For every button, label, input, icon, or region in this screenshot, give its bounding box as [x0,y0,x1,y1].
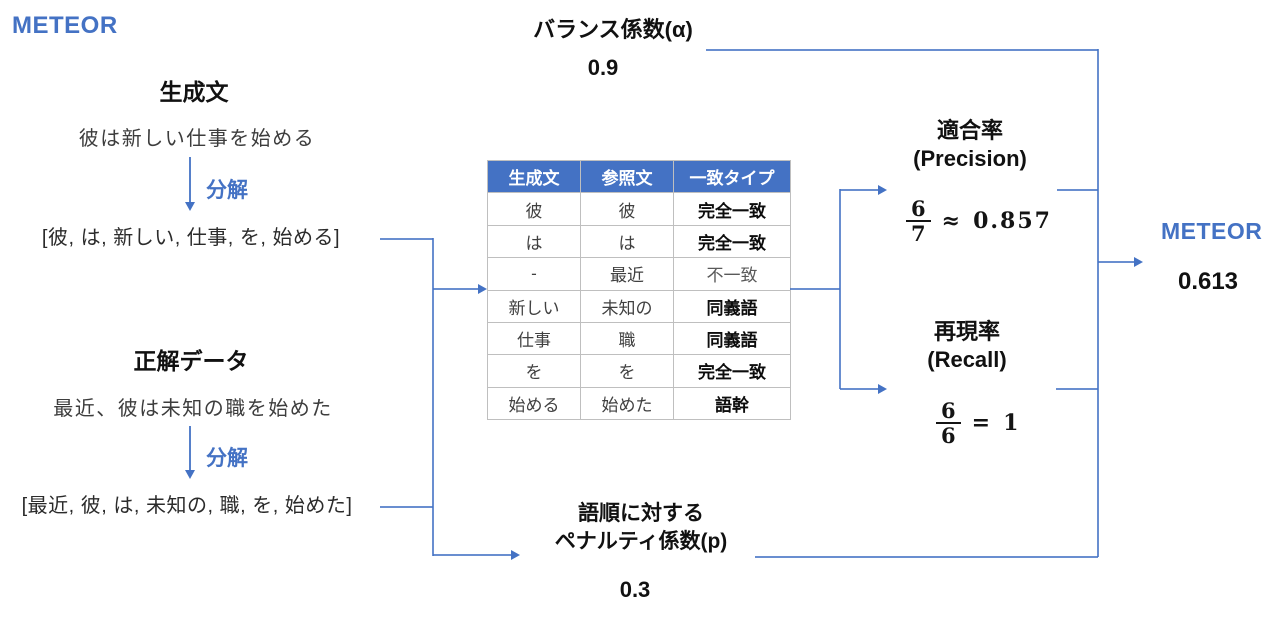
cell-generated: 始める [487,386,581,421]
recall-heading: 再現率 [933,319,1000,344]
match-table-header-row: 生成文 参照文 一致タイプ [487,159,791,194]
match-table-header: 生成文 [487,159,581,194]
cell-generated: 新しい [487,289,581,323]
table-row: - 最近 不一致 [487,257,791,291]
match-table-header: 参照文 [580,159,674,194]
cell-generated: - [487,257,581,291]
recall-numerator: 6 [936,399,961,424]
result-value: 0.613 [1177,268,1239,295]
arrowhead-to-precision [878,185,887,195]
connector-generated-tokens [380,238,433,240]
reference-heading: 正解データ [133,348,249,374]
recall-relation: = [971,410,993,436]
cell-generated: 仕事 [487,321,581,356]
precision-relation: ≈ [941,208,963,234]
connector-to-recall [840,388,879,390]
precision-value: 0.857 [973,208,1052,234]
table-row: は は 完全一致 [487,224,791,259]
match-table-container: 生成文 参照文 一致タイプ 彼 彼 完全一致 は は 完全一致 - 最近 不一致… [487,159,791,421]
penalty-label-line2: ペナルティ係数(p) [554,530,728,553]
reference-tokens: [最近, 彼, は, 未知の, 職, を, 始めた] [21,495,353,517]
precision-fraction: 6 7 [906,197,931,245]
decompose-label-reference: 分解 [206,447,248,470]
table-row: を を 完全一致 [487,354,791,388]
result-label: METEOR [1161,218,1263,244]
recall-subheading: (Recall) [927,347,1007,372]
cell-generated: は [487,224,581,259]
penalty-label-line1: 語順に対する [578,502,704,525]
cell-reference: 職 [580,321,674,356]
connector-split-vertical [839,189,841,389]
connector-into-penalty [433,554,512,556]
precision-formula: 6 7 ≈ 0.857 [906,197,1052,245]
cell-match-type: 語幹 [673,386,791,421]
cell-generated: を [487,354,581,388]
precision-numerator: 6 [906,197,931,222]
penalty-value: 0.3 [619,577,651,602]
arrowhead-into-table [478,284,487,294]
connector-alpha [706,49,1098,51]
recall-formula: 6 6 = 1 [936,399,1020,447]
recall-value: 1 [1003,410,1021,436]
arrowhead-to-recall [878,384,887,394]
cell-match-type: 完全一致 [673,192,791,226]
precision-subheading: (Precision) [913,146,1027,171]
precision-denominator: 7 [911,221,926,246]
arrowhead-to-result [1134,257,1143,267]
decompose-label-generated: 分解 [206,179,248,202]
match-table: 生成文 参照文 一致タイプ 彼 彼 完全一致 は は 完全一致 - 最近 不一致… [487,159,791,421]
decompose-arrow-reference [189,426,191,470]
cell-match-type: 完全一致 [673,224,791,259]
decompose-arrowhead-generated [185,202,195,211]
recall-heading-block: 再現率 (Recall) [857,318,1077,374]
alpha-value: 0.9 [587,55,619,80]
recall-fraction: 6 6 [936,399,961,447]
decompose-arrow-generated [189,157,191,202]
match-table-header: 一致タイプ [673,159,791,194]
cell-reference: 彼 [580,192,674,226]
table-row: 仕事 職 同義語 [487,321,791,356]
recall-denominator: 6 [941,423,956,448]
cell-reference: 最近 [580,257,674,291]
generated-heading: 生成文 [159,79,229,105]
connector-left-merge-vertical [432,238,434,556]
table-row: 始める 始めた 語幹 [487,386,791,421]
generated-tokens: [彼, は, 新しい, 仕事, を, 始める] [41,227,341,249]
connector-reference-tokens [380,506,433,508]
connector-to-precision [840,189,879,191]
connector-into-table [433,288,479,290]
reference-sentence: 最近、彼は未知の職を始めた [53,398,333,420]
connector-penalty-out [755,556,1098,558]
connector-table-out [790,288,840,290]
slide-title: METEOR [12,12,118,39]
alpha-label: バランス係数(α) [533,17,693,42]
connector-recall-out [1056,388,1098,390]
penalty-label-block: 語順に対する ペナルティ係数(p) [521,500,761,556]
connector-right-merge-vertical [1097,49,1099,557]
cell-generated: 彼 [487,192,581,226]
connector-to-result [1098,261,1135,263]
cell-match-type: 同義語 [673,289,791,323]
cell-match-type: 完全一致 [673,354,791,388]
precision-heading-block: 適合率 (Precision) [860,117,1080,173]
precision-heading: 適合率 [936,118,1003,143]
cell-reference: 始めた [580,386,674,421]
cell-reference: 未知の [580,289,674,323]
cell-reference: を [580,354,674,388]
cell-match-type: 不一致 [673,257,791,291]
connector-precision-out [1057,189,1098,191]
table-row: 新しい 未知の 同義語 [487,289,791,323]
cell-reference: は [580,224,674,259]
table-row: 彼 彼 完全一致 [487,192,791,226]
arrowhead-into-penalty [511,550,520,560]
decompose-arrowhead-reference [185,470,195,479]
cell-match-type: 同義語 [673,321,791,356]
generated-sentence: 彼は新しい仕事を始める [78,128,316,150]
